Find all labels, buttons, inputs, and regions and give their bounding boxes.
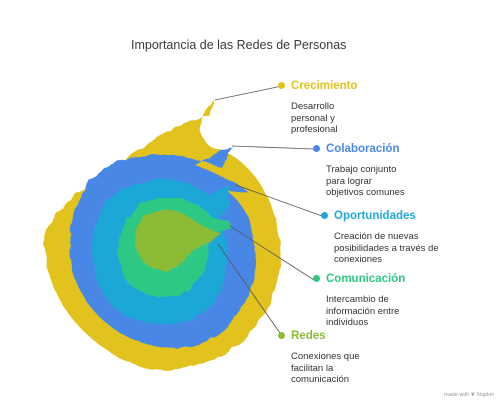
label-crecimiento-title: Crecimiento: [291, 80, 358, 92]
label-colaboracion: Colaboración Trabajo conjunto para logra…: [313, 142, 496, 199]
connector-redes: [217, 243, 283, 337]
bullet-colaboracion: [313, 145, 320, 152]
bullet-crecimiento: [278, 82, 285, 89]
bullet-comunicacion: [313, 275, 320, 282]
label-colaboracion-title: Colaboración: [326, 143, 400, 155]
connector-colaboracion: [231, 145, 315, 150]
label-oportunidades: Oportunidades Creación de nuevas posibil…: [321, 209, 500, 266]
label-redes-description: Conexiones que facilitan la comunicación: [291, 351, 360, 385]
label-redes-title: Redes: [291, 330, 326, 342]
bullet-oportunidades: [321, 212, 328, 219]
label-comunicacion-title: Comunicación: [326, 273, 406, 285]
connector-comunicacion: [229, 225, 315, 281]
diagram-title: Importancia de las Redes de Personas: [131, 38, 347, 52]
label-crecimiento: Crecimiento Desarrollo personal y profes…: [278, 79, 461, 136]
label-oportunidades-description: Creación de nuevas posibilidades a travé…: [334, 231, 439, 265]
label-comunicacion: Comunicación Intercambio de información …: [313, 272, 496, 329]
ring-redes: [135, 209, 222, 271]
napkin-credit: made with ❦ Napkin: [444, 392, 494, 398]
label-oportunidades-title: Oportunidades: [334, 210, 416, 222]
label-comunicacion-description: Intercambio de información entre individ…: [326, 294, 400, 328]
connector-crecimiento: [214, 85, 283, 101]
label-colaboracion-description: Trabajo conjunto para lograr objetivos c…: [326, 164, 405, 198]
label-redes: Redes Conexiones que facilitan la comuni…: [278, 329, 461, 386]
label-crecimiento-description: Desarrollo personal y profesional: [291, 101, 338, 135]
bullet-redes: [278, 332, 285, 339]
connector-oportunidades: [235, 184, 323, 217]
